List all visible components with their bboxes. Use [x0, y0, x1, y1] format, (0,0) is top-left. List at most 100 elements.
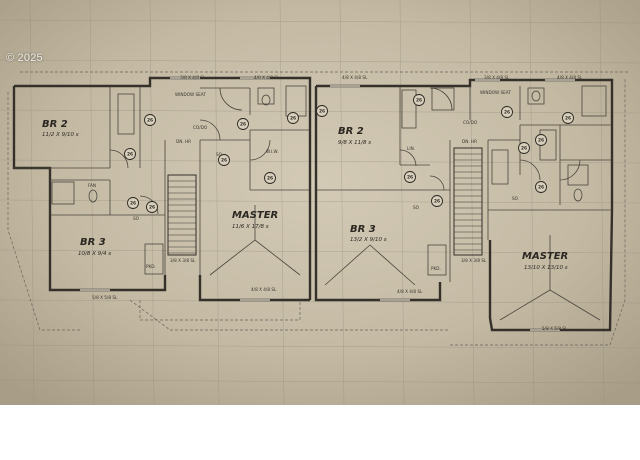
note-co-do-right: CO/DO	[463, 120, 478, 125]
room-name-r-master: MASTER	[522, 251, 568, 262]
callouts-layer: 26 26 26 26 26 26 26 26 26 26 26 26 26 26 26 26 26	[124, 94, 574, 213]
callout-number: 26	[565, 116, 571, 122]
callout-circle	[146, 201, 158, 213]
door-callout-c10: 26	[404, 171, 416, 183]
callout-circle	[316, 105, 328, 117]
room-name-l-master: MASTER	[232, 210, 278, 221]
note-wic-left: W.I.W.	[266, 149, 279, 154]
callout-number: 26	[127, 152, 133, 158]
callout-number: 26	[290, 116, 296, 122]
room-name-r-br2: BR 2	[338, 126, 364, 137]
door-callout-c8: 26	[287, 112, 299, 124]
callout-number: 26	[434, 199, 440, 205]
door-callout-c1: 26	[124, 148, 136, 160]
note-pkd-left: PKD.	[146, 264, 156, 269]
room-dims-r-master: 13/10 X 13/10 s	[524, 265, 568, 271]
note-sill-bot-3: 4/8 X 4/8 SL	[397, 289, 423, 294]
room-dims-l-br3: 10/8 X 9/4 s	[78, 251, 111, 257]
room-name-l-br3: BR 3	[80, 237, 106, 248]
note-dn-hr-right: DN. HR	[462, 139, 477, 144]
callout-circle	[413, 94, 425, 106]
door-callout-c2: 26	[144, 114, 156, 126]
door-callout-c11: 26	[431, 195, 443, 207]
callout-number: 26	[407, 175, 413, 181]
note-sill-top-5: 4/8 X 4/8 SL	[557, 75, 583, 80]
callout-number: 26	[147, 118, 153, 124]
note-so-2: SO	[216, 152, 223, 157]
callout-number: 26	[319, 109, 325, 115]
note-sill-mid-2: 3/8 X 3/8 SL	[461, 258, 487, 263]
callout-number: 26	[240, 122, 246, 128]
callout-circle	[535, 181, 547, 193]
note-window-seat-left: WINDOW SEAT	[175, 92, 206, 97]
room-dims-l-master: 11/6 X 17/8 s	[232, 224, 269, 230]
floor-plan-photo: BR 2 11/2 X 9/10 s BR 3 10/8 X 9/4 s MASTER 1…	[0, 0, 640, 405]
callout-circle	[237, 118, 249, 130]
callout-number: 26	[538, 138, 544, 144]
note-sill-bot-1: 5/8 X 5/8 SL	[92, 295, 118, 300]
door-callout-c4: 26	[127, 197, 139, 209]
door-callout-c17: 26	[535, 134, 547, 146]
note-sill-top-3: 4/8 X 4/8 SL	[342, 75, 368, 80]
callout-number: 26	[416, 98, 422, 104]
note-so-1: SO	[133, 216, 140, 221]
callout-number: 26	[504, 110, 510, 116]
note-pkd-right: PKD.	[431, 266, 441, 271]
note-fan-left: FAN	[88, 183, 96, 188]
callout-circle	[144, 114, 156, 126]
note-dn-hr-left: DN. HR	[176, 139, 191, 144]
callout-circle	[404, 171, 416, 183]
ceiling-lines	[209, 205, 601, 321]
door-callout-c12: 26	[413, 94, 425, 106]
window-markers	[80, 77, 575, 331]
note-window-seat-right: WINDOW SEAT	[480, 90, 511, 95]
callout-number: 26	[521, 146, 527, 152]
copyright-watermark: © 2025	[6, 52, 43, 64]
callout-circle	[124, 148, 136, 160]
door-callout-c15: 26	[535, 181, 547, 193]
callout-number: 26	[221, 158, 227, 164]
room-name-r-br3: BR 3	[350, 224, 376, 235]
callout-circle	[127, 197, 139, 209]
left-stairs	[167, 174, 197, 256]
room-dims-l-br2: 11/2 X 9/10 s	[42, 132, 79, 138]
note-co-do-left: CO/DO	[193, 125, 208, 130]
callout-circle	[562, 112, 574, 124]
callout-number: 26	[130, 201, 136, 207]
party-wall	[309, 78, 317, 300]
room-dims-r-br3: 13/2 X 9/10 s	[350, 237, 387, 243]
note-sill-bot-2: 4/8 X 4/8 SL	[251, 287, 277, 292]
door-callout-c9: 26	[316, 105, 328, 117]
note-sill-top-2: 4/8 X 4/8 SL	[254, 75, 280, 80]
note-lin-right: LIN.	[407, 146, 415, 151]
callout-number: 26	[538, 185, 544, 191]
note-so-4: SO	[512, 196, 519, 201]
construction-lines	[7, 71, 630, 346]
note-sill-bot-4: 5/8 X 5/8 SL	[542, 326, 568, 331]
note-sill-top-l: 3/8 X 4/8 SL	[180, 75, 206, 80]
door-callout-c13: 26	[501, 106, 513, 118]
door-callout-c3: 26	[237, 118, 249, 130]
right-stairs	[453, 147, 483, 256]
callout-circle	[264, 172, 276, 184]
callout-number: 26	[267, 176, 273, 182]
callout-circle	[431, 195, 443, 207]
note-sill-mid-1: 3/8 X 3/8 SL	[170, 258, 196, 263]
callout-number: 26	[149, 205, 155, 211]
callout-circle	[218, 154, 230, 166]
door-callout-c5: 26	[146, 201, 158, 213]
door-callout-c14: 26	[518, 142, 530, 154]
bottom-whitespace	[0, 405, 640, 460]
callout-circle	[501, 106, 513, 118]
callout-circle	[535, 134, 547, 146]
room-name-l-br2: BR 2	[42, 119, 68, 130]
door-callout-c16: 26	[562, 112, 574, 124]
room-dims-r-br2: 9/8 X 11/8 s	[338, 140, 371, 146]
callout-circle	[287, 112, 299, 124]
labels-layer: BR 2 11/2 X 9/10 s BR 3 10/8 X 9/4 s MASTER 1…	[42, 75, 583, 331]
door-callout-c6: 26	[218, 154, 230, 166]
callout-circle	[518, 142, 530, 154]
note-so-3: SO	[413, 205, 420, 210]
door-callout-c7: 26	[264, 172, 276, 184]
